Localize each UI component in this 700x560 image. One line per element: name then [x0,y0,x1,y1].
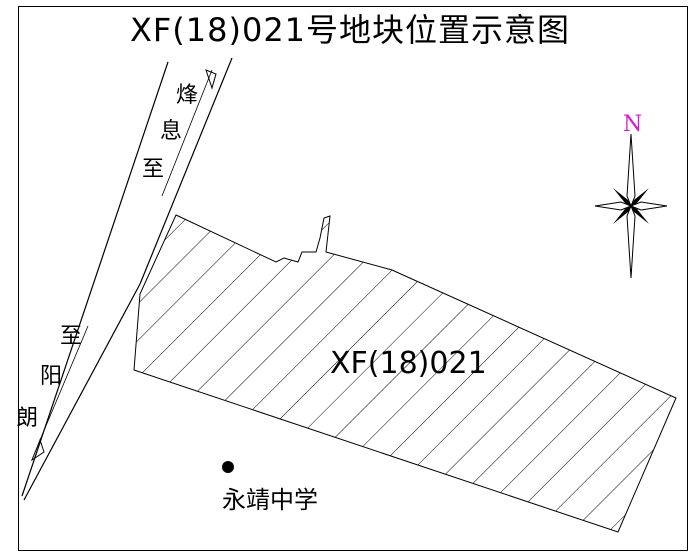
road-label-char: 息 [160,119,183,144]
road-upper [21,57,233,501]
road-label-char: 至 [60,324,83,349]
map-title: XF(18)021号地块位置示意图 [129,11,571,49]
road-label-char: 朗 [16,406,39,431]
school-dot-marker-icon [222,461,234,473]
road-arrow-icon [30,69,217,462]
north-label: N [623,112,643,137]
parcel-label: XF(18)021 [330,346,487,381]
map-frame [18,6,688,551]
parcel-polygon [133,214,677,533]
road-label-char: 至 [142,157,165,182]
compass-rose-icon [594,133,668,279]
road-label-char: 阳 [40,364,63,389]
school-label: 永靖中学 [222,486,318,514]
road-label-char: 烽 [176,83,199,108]
